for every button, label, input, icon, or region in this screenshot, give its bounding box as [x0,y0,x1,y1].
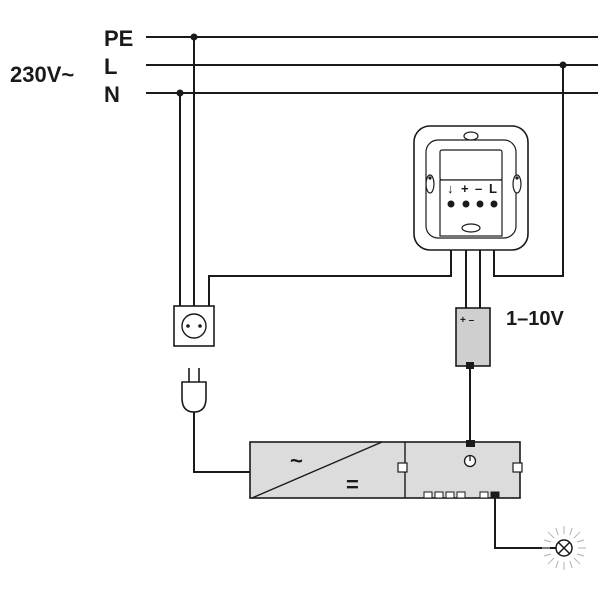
plug-cord-wire [193,412,250,473]
lamp-wire [494,498,556,549]
driver-body [249,441,521,499]
terminal-label-switched: ↓ [447,181,454,196]
lamp-glow-rays [542,526,586,570]
interface-polarity-label: + – [460,315,475,326]
conductor-label-l: L [104,54,117,79]
conductor-label-pe: PE [104,26,133,51]
terminal-label-minus: – [475,181,482,196]
led-driver: ~ = [249,440,523,499]
terminal-screw-plus [462,200,470,208]
plug-icon [181,368,207,413]
ac-symbol: ~ [290,448,303,473]
driver-control-terminal [466,440,475,447]
socket-pin-hole-right [198,324,202,328]
socket-frame [173,305,215,347]
terminal-label-l: L [489,181,497,196]
terminal-label-plus: + [461,181,469,196]
top-screw-slot-icon [463,131,479,141]
converter-diagonal [251,441,383,499]
conductor-label-n: N [104,82,120,107]
dimmer-unit: ↓ + – L [413,125,529,251]
interface-output-terminal [466,362,474,369]
socket-pin-hole-left [186,324,190,328]
dc-symbol: = [346,472,359,497]
socket-outlet-icon [181,313,207,339]
dimmer-top-plate [439,149,503,181]
terminal-screw-switched [447,200,455,208]
left-keyhole-icon [425,174,435,194]
wall-socket [173,305,215,347]
driver-left-clip [397,462,408,473]
right-keyhole-icon [512,174,522,194]
control-voltage-label: 1–10V [506,308,564,330]
lamp-icon [542,526,586,570]
terminal-screw-l [490,200,498,208]
bottom-screw-slot-icon [461,223,481,233]
driver-right-clip [512,462,523,473]
terminal-screw-minus [476,200,484,208]
supply-voltage-label: 230V~ [10,62,74,87]
driver-output-terminals [423,491,500,499]
control-interface-module: + – [455,307,491,369]
